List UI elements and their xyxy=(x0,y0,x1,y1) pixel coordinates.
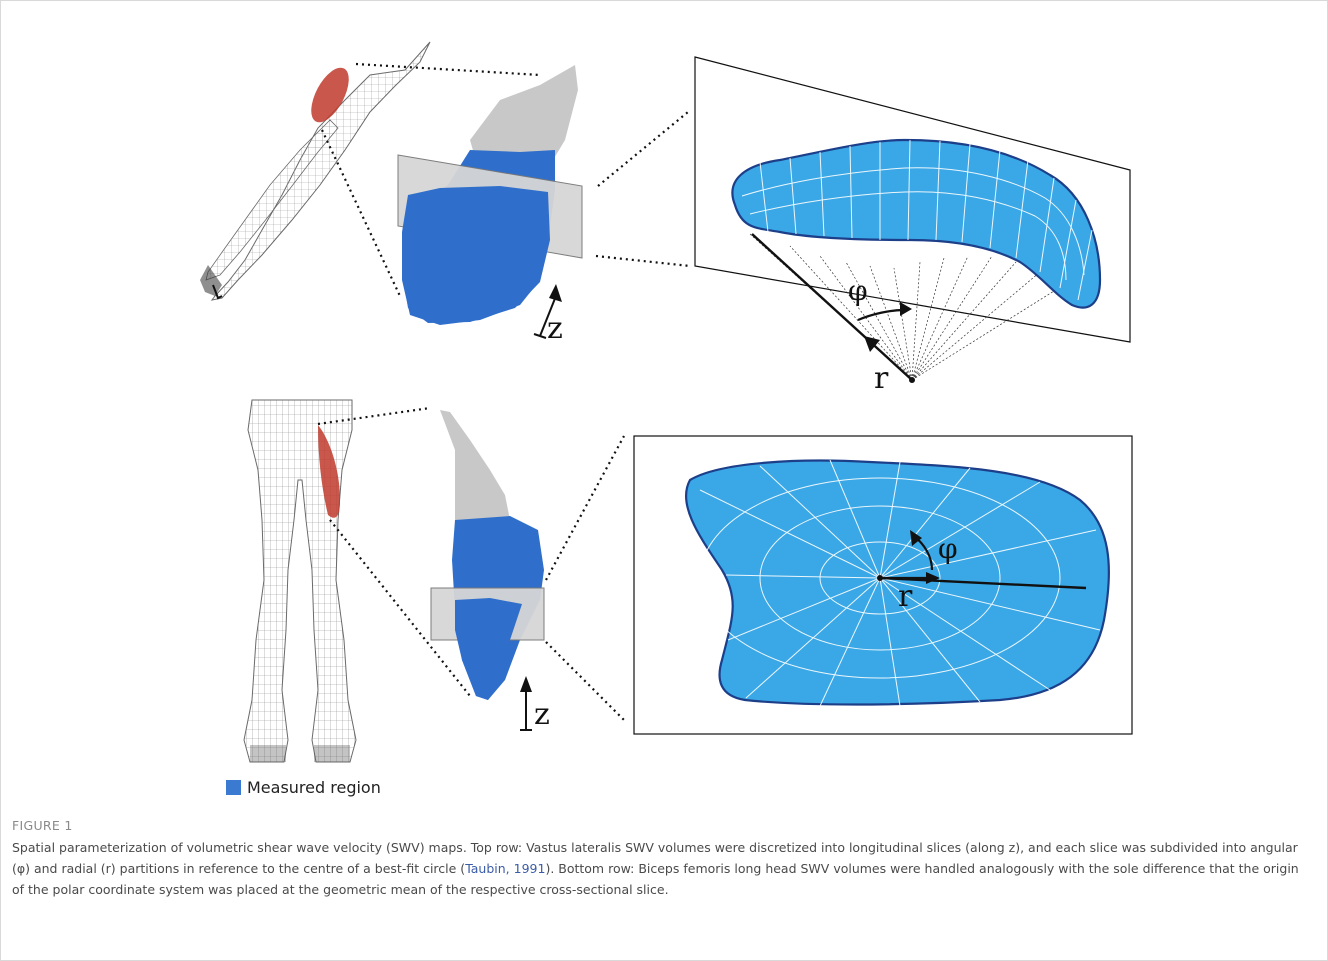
caption-text: Spatial parameterization of volumetric s… xyxy=(12,837,1312,900)
legend: Measured region xyxy=(226,778,381,797)
legend-label: Measured region xyxy=(247,778,381,797)
z-label-top: z xyxy=(547,311,563,346)
legend-swatch xyxy=(226,780,241,795)
zoom-line xyxy=(546,642,624,720)
figure-label: FIGURE 1 xyxy=(12,818,1312,833)
top-slice-plane xyxy=(695,57,1130,383)
phi-label-top: φ xyxy=(848,274,868,307)
r-label-bottom: r xyxy=(898,579,913,614)
zoom-line xyxy=(598,112,688,186)
r-label-top: r xyxy=(874,361,889,396)
figure-illustration: z xyxy=(0,0,1328,800)
citation-link[interactable]: Taubin, 1991 xyxy=(465,861,545,876)
bottom-slice-panel xyxy=(634,436,1132,734)
bottom-wireframe-legs xyxy=(244,400,356,762)
bottom-muscle-volume xyxy=(431,410,544,700)
zoom-line xyxy=(596,256,690,266)
top-wireframe-leg xyxy=(200,42,430,300)
z-label-bottom: z xyxy=(534,697,550,732)
figure-caption: FIGURE 1 Spatial parameterization of vol… xyxy=(12,818,1312,900)
zoom-line xyxy=(546,436,624,580)
z-axis-arrow-bottom xyxy=(520,676,532,730)
phi-label-bottom: φ xyxy=(938,532,958,565)
top-muscle-volume xyxy=(398,65,582,325)
